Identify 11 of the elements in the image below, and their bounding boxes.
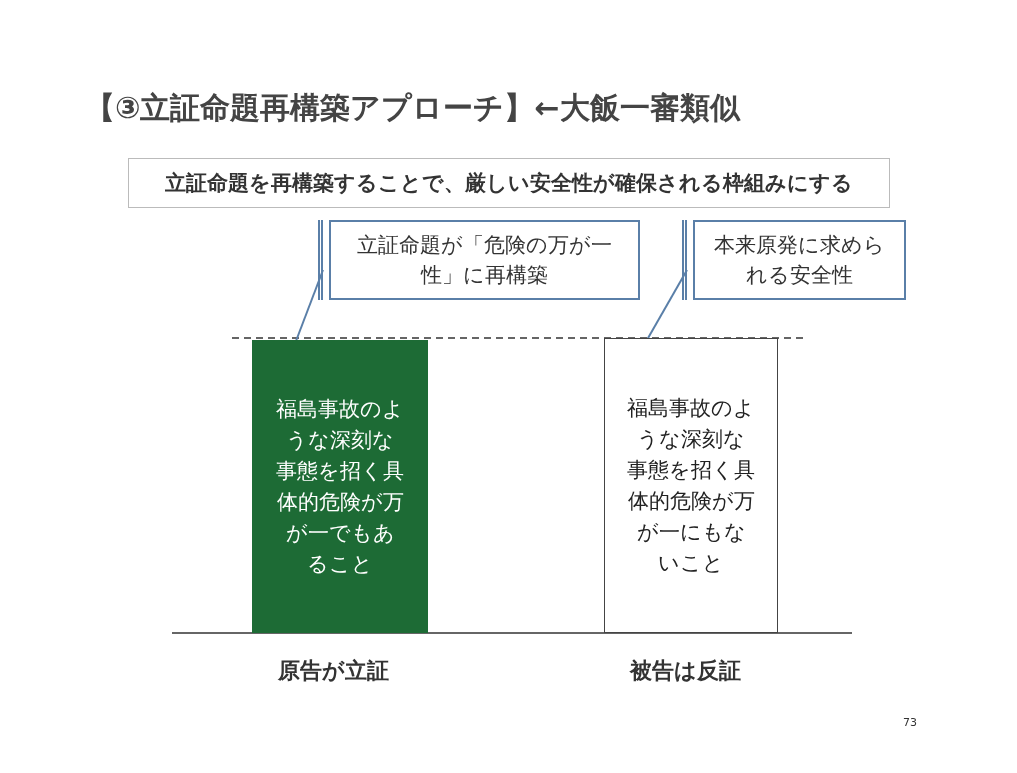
title: 【③立証命題再構築アプローチ】←大飯一審類似 [85, 89, 740, 127]
axis-label: 原告が立証 [278, 657, 389, 685]
callout-text: 立証命題が「危険の万が一性」に再構築 [329, 220, 640, 300]
bar: 福島事故のような深刻な事態を招く具体的危険が万が一でもあること [252, 340, 428, 633]
callout-text: 本来原発に求められる安全性 [693, 220, 906, 300]
leader-line [646, 269, 688, 340]
leader-line [295, 269, 324, 342]
page-number: 73 [903, 716, 917, 729]
subtitle-box: 立証命題を再構築することで、厳しい安全性が確保される枠組みにする [128, 158, 890, 208]
axis-label: 被告は反証 [630, 657, 741, 685]
bar: 福島事故のような深刻な事態を招く具体的危険が万が一にもないこと [604, 338, 778, 633]
